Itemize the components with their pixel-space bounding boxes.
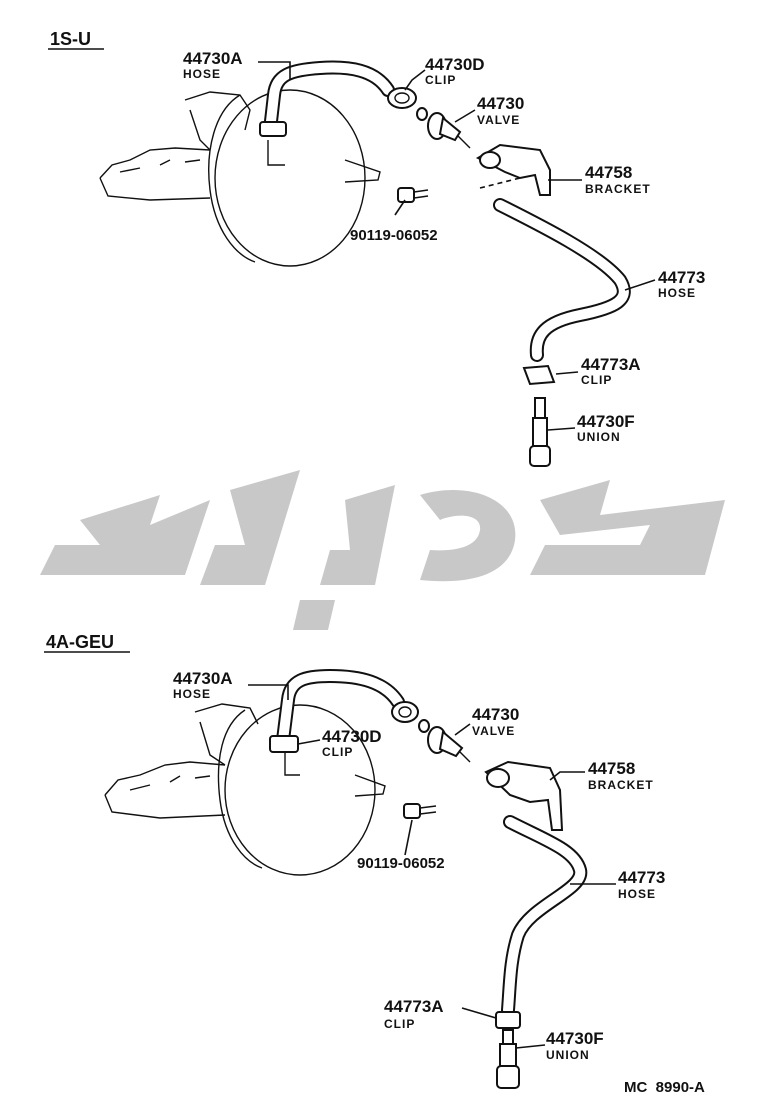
label-44730a-number: 44730A: [183, 49, 243, 68]
label-90119-number: 90119-06052: [357, 855, 445, 872]
clip-44730d: [387, 87, 417, 109]
reference-code: MC 8990-A: [624, 1079, 705, 1096]
label-44758-number: 44758: [585, 163, 632, 182]
hose-44730a: [276, 669, 405, 776]
bracket-44758: [475, 143, 551, 196]
section-title: 1S-U: [50, 29, 91, 49]
section-1s-u: 1S-U: [48, 29, 705, 467]
label-44730f-number: 44730F: [577, 412, 635, 431]
section-title: 4A-GEU: [46, 632, 114, 652]
hose-44773: [493, 198, 631, 362]
label-44730d-name: CLIP: [322, 745, 353, 759]
hose-44730a: [259, 60, 395, 166]
brake-booster: [99, 89, 381, 267]
label-44730-number: 44730: [472, 705, 519, 724]
label-44773-number: 44773: [618, 868, 665, 887]
label-44773-number: 44773: [658, 268, 705, 287]
union-44730f: [529, 397, 551, 467]
label-44758-name: BRACKET: [588, 778, 654, 792]
valve-44730: [416, 107, 471, 149]
label-44773a-number: 44773A: [384, 997, 444, 1016]
label-44730f-name: UNION: [546, 1048, 590, 1062]
label-44758-name: BRACKET: [585, 182, 651, 196]
label-44730a-name: HOSE: [183, 67, 221, 81]
watermark-logo: [40, 470, 725, 630]
brake-booster: [104, 703, 386, 876]
label-44730f-number: 44730F: [546, 1029, 604, 1048]
label-90119-number: 90119-06052: [350, 227, 438, 244]
clip-44730d: [269, 735, 299, 753]
label-44730-number: 44730: [477, 94, 524, 113]
screw-90119-06052: [397, 187, 429, 203]
label-44758-number: 44758: [588, 759, 635, 778]
label-44773a-name: CLIP: [581, 373, 612, 387]
label-44730a-number: 44730A: [173, 669, 233, 688]
label-44730d-number: 44730D: [425, 55, 485, 74]
label-44773-name: HOSE: [658, 286, 696, 300]
label-44773a-name: CLIP: [384, 1017, 415, 1031]
label-44730d-name: CLIP: [425, 73, 456, 87]
label-44730a-name: HOSE: [173, 687, 211, 701]
hose-end-clip: [391, 701, 419, 723]
clip-44773a: [522, 364, 556, 386]
label-44773a-number: 44773A: [581, 355, 641, 374]
union-44730f: [496, 1029, 520, 1089]
valve-44730: [418, 719, 471, 763]
label-44730-name: VALVE: [472, 724, 515, 738]
label-44730-name: VALVE: [477, 113, 520, 127]
hose-44773: [501, 815, 588, 1017]
label-44730d-number: 44730D: [322, 727, 382, 746]
clip-44773a: [495, 1011, 521, 1029]
section-4a-geu: 4A-GEU: [44, 632, 665, 1089]
label-44773-name: HOSE: [618, 887, 656, 901]
bracket-44758: [484, 760, 564, 831]
label-44730f-name: UNION: [577, 430, 621, 444]
screw-90119-06052: [403, 803, 437, 819]
